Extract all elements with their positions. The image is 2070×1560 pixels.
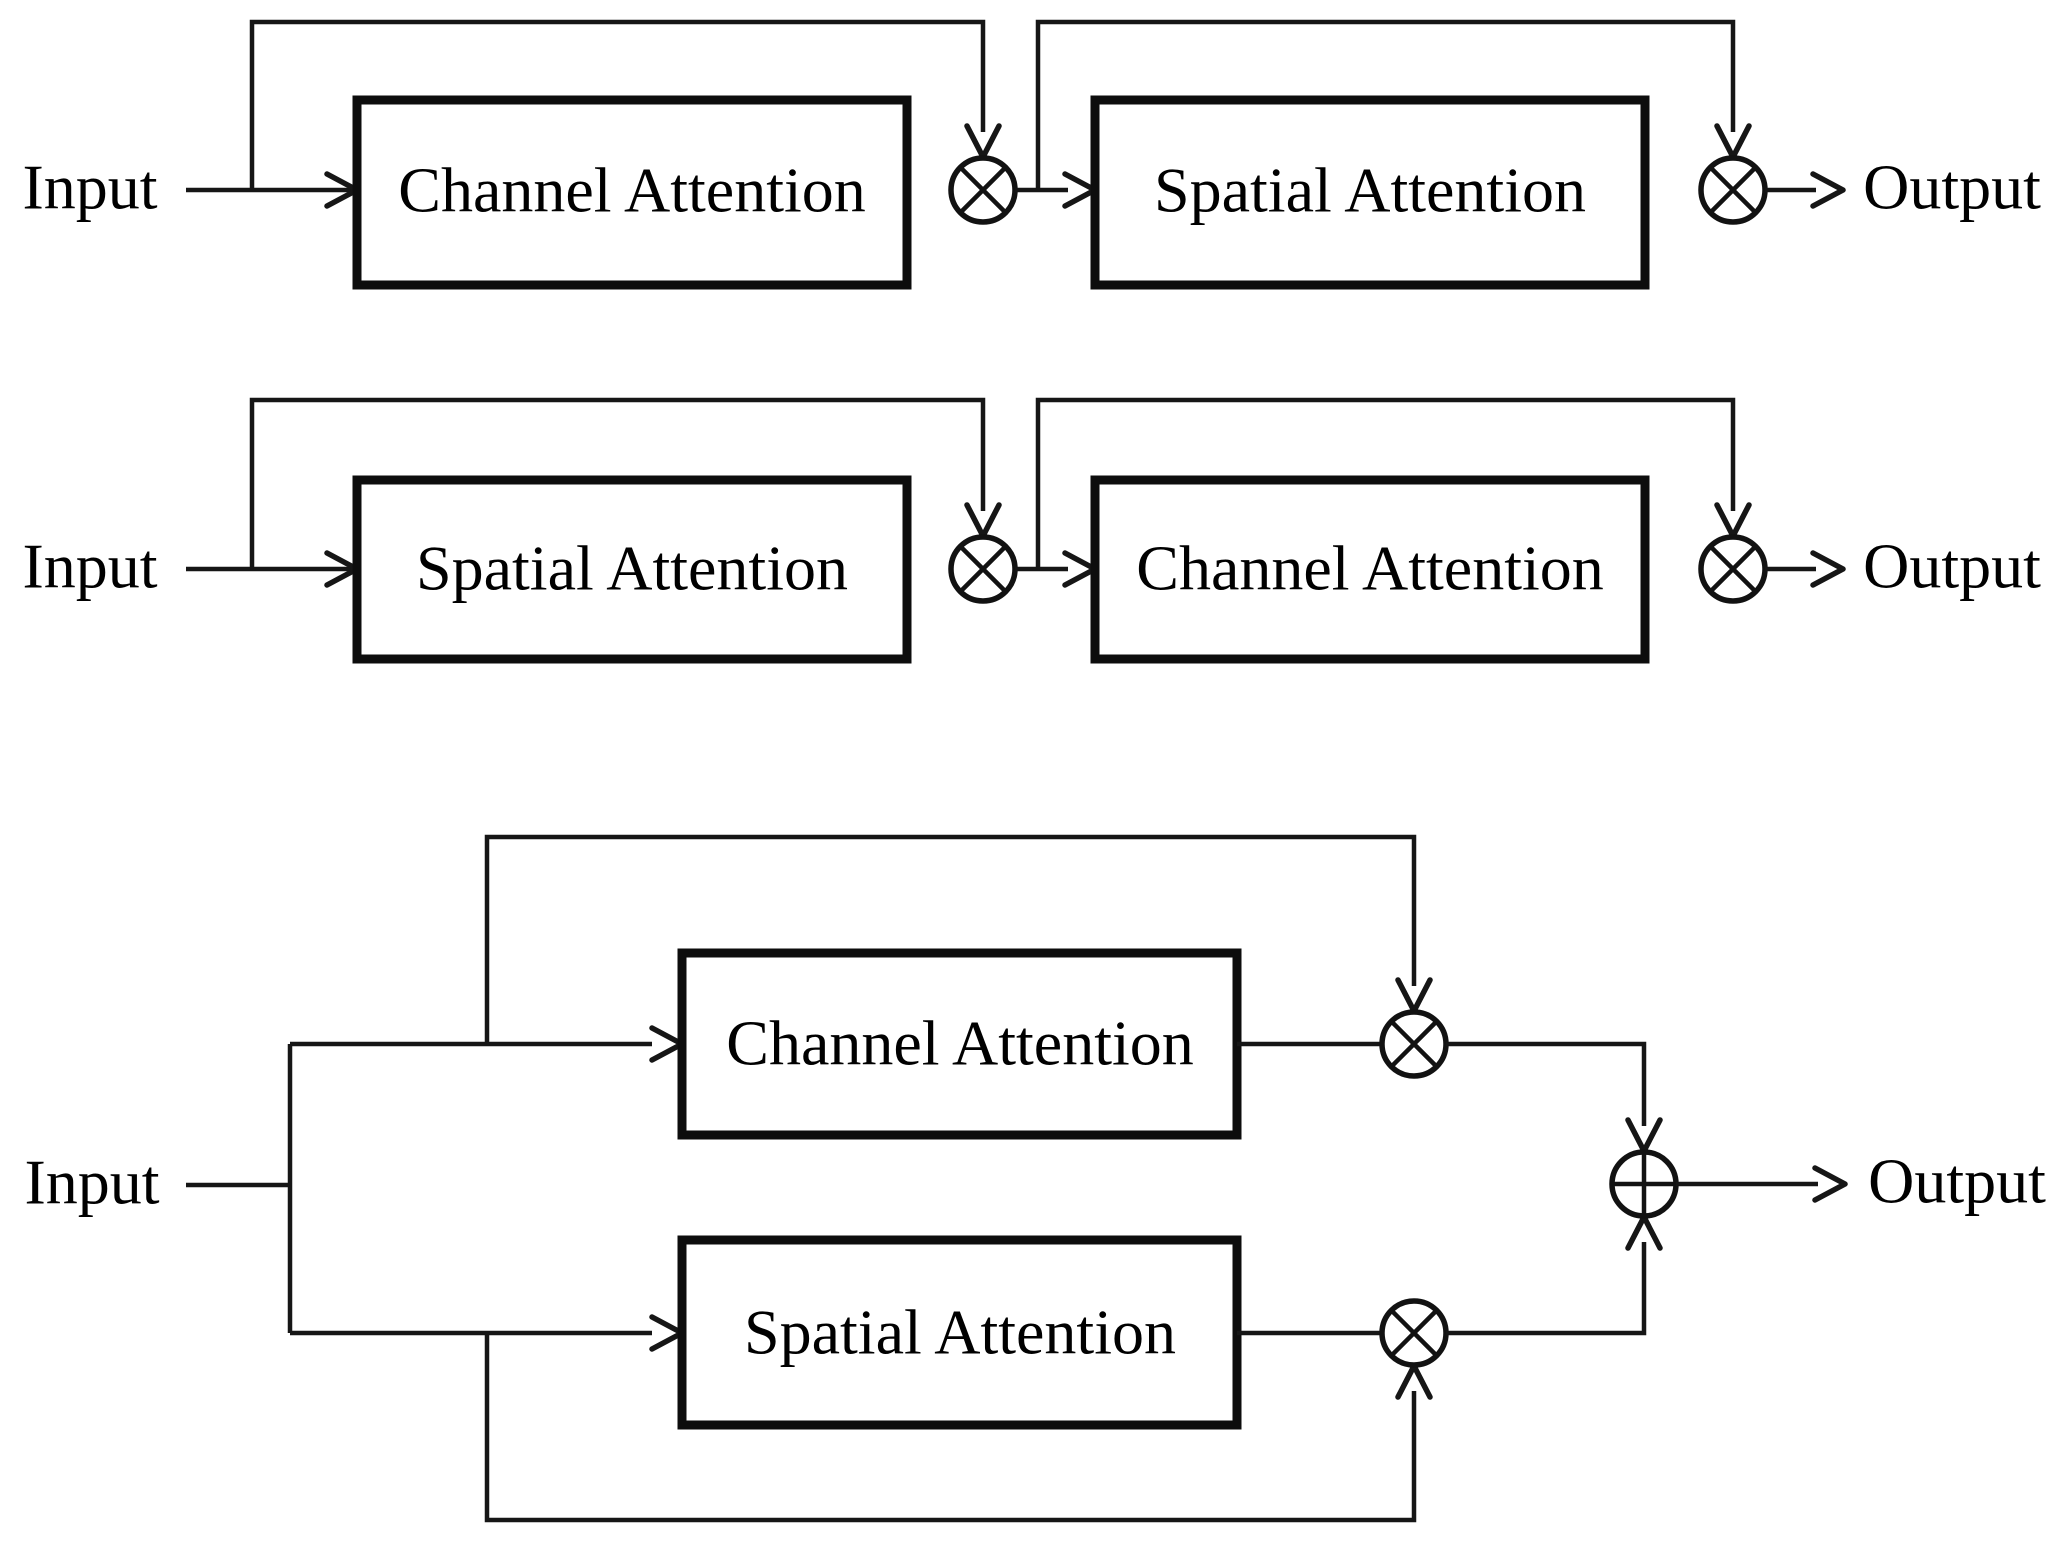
row2-input-label: Input: [22, 530, 158, 602]
row1-arrow-into-box2: [1062, 171, 1098, 209]
row2-arrow-into-box1: [324, 550, 360, 588]
row3-input-label: Input: [24, 1146, 160, 1218]
row3-lower-to-add-line: [1446, 1242, 1647, 1336]
row3-arrow-into-lower-multiply: [1395, 1363, 1433, 1400]
row1-arrow-into-multiply2: [1714, 123, 1752, 160]
row1-skip-connection-1: [249, 19, 986, 190]
row2-sequential-spatial-first: [186, 397, 1846, 664]
row2-skip-connection-1: [249, 397, 986, 569]
row3-upper-to-add-line: [1446, 1041, 1647, 1126]
row1-box1-label: Channel Attention: [398, 154, 866, 226]
multiply-icon: [1698, 534, 1768, 604]
row2-arrow-into-box2: [1062, 550, 1098, 588]
row1-arrow-into-multiply1: [964, 123, 1002, 160]
row2-arrow-into-output: [1810, 550, 1846, 588]
row3-arrow-into-add-top: [1625, 1117, 1663, 1154]
row3-channel-attention-box: [677, 948, 1242, 1140]
row3-arrow-into-upper-multiply: [1395, 977, 1433, 1014]
row1-box2-label: Spatial Attention: [1154, 154, 1586, 226]
multiply-icon: [948, 534, 1018, 604]
row1-sequential-channel-first: [186, 19, 1846, 290]
row2-arrow-into-multiply1: [964, 502, 1002, 539]
row3-spatial-box-label: Spatial Attention: [744, 1296, 1176, 1368]
row3-arrow-into-add-bottom: [1625, 1214, 1663, 1251]
row2-spatial-attention-box: [352, 475, 912, 664]
row1-spatial-attention-box: [1090, 95, 1650, 290]
multiply-icon: [948, 155, 1018, 225]
row2-channel-attention-box: [1090, 475, 1650, 664]
row3-output-label: Output: [1868, 1145, 2046, 1217]
row1-output-label: Output: [1863, 151, 2041, 223]
row2-skip-connection-2: [1035, 397, 1736, 569]
row2-arrow-into-multiply2: [1714, 502, 1752, 539]
multiply-icon: [1379, 1298, 1449, 1368]
row1-channel-attention-box: [352, 95, 912, 290]
row2-box1-label: Spatial Attention: [416, 532, 848, 604]
row1-arrow-into-output: [1810, 171, 1846, 209]
row3-upper-skip-connection: [484, 834, 1417, 1044]
row3-lower-skip-connection: [484, 1333, 1417, 1523]
row2-box2-label: Channel Attention: [1136, 532, 1604, 604]
row3-arrow-into-channel-box: [649, 1025, 685, 1063]
add-icon: [1609, 1149, 1679, 1219]
multiply-icon: [1698, 155, 1768, 225]
row3-parallel: [186, 834, 1848, 1523]
row1-skip-connection-2: [1035, 19, 1736, 190]
row2-output-label: Output: [1863, 530, 2041, 602]
row1-input-label: Input: [22, 151, 158, 223]
row1-arrow-into-box1: [324, 171, 360, 209]
multiply-icon: [1379, 1009, 1449, 1079]
row3-arrow-into-spatial-box: [649, 1314, 685, 1352]
row3-channel-box-label: Channel Attention: [726, 1007, 1194, 1079]
row3-arrow-into-output: [1812, 1165, 1848, 1203]
